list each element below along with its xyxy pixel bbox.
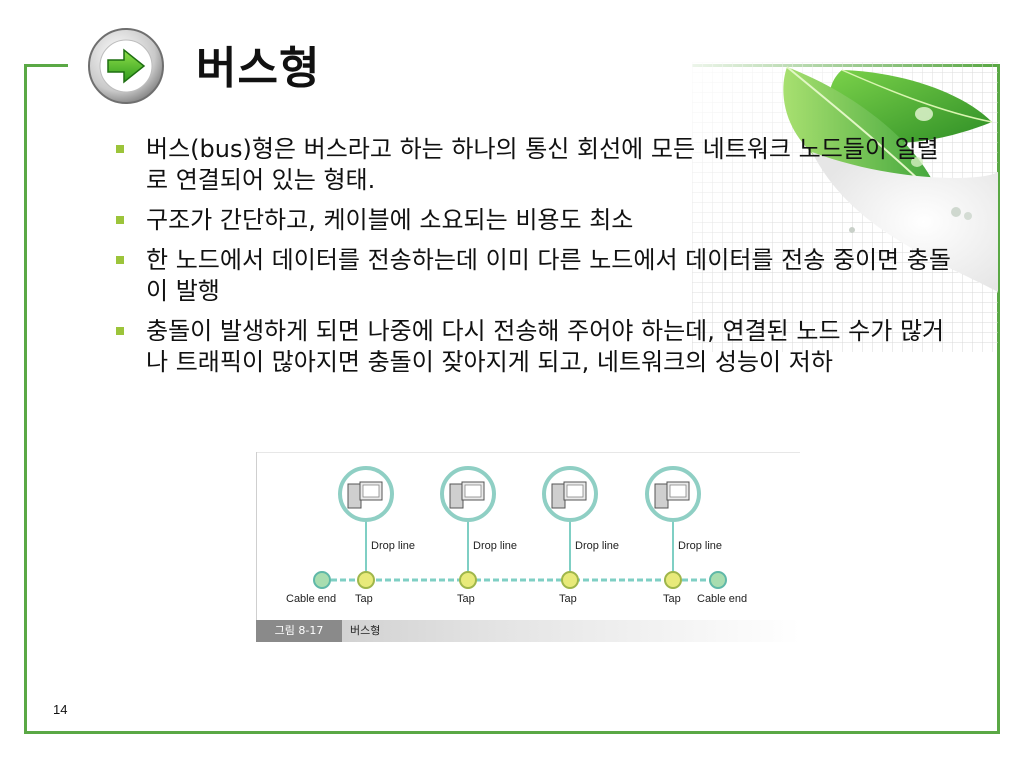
bullet-list: 버스(bus)형은 버스라고 하는 하나의 통신 회선에 모든 네트워크 노드들… xyxy=(116,134,956,387)
cable-end-right-icon xyxy=(709,571,727,589)
drop-line-label: Drop line xyxy=(575,540,620,552)
list-item: 구조가 간단하고, 케이블에 소요되는 비용도 최소 xyxy=(116,205,956,236)
figure-caption: 그림 8-17 버스형 xyxy=(256,620,800,642)
drop-line-label: Drop line xyxy=(473,540,518,552)
bullet-marker xyxy=(116,145,124,153)
cable-end-label: Cable end xyxy=(286,593,337,605)
frame-left xyxy=(24,64,27,734)
bullet-marker xyxy=(116,216,124,224)
cable-end-label: Cable end xyxy=(697,593,748,605)
frame-bottom xyxy=(24,731,1000,734)
bullet-marker xyxy=(116,256,124,264)
figure-caption-text: 버스형 xyxy=(350,624,381,637)
bus-topology-figure: Drop line Drop line Drop line Drop line … xyxy=(256,452,800,648)
leaf-decoration xyxy=(692,62,998,352)
frame-right xyxy=(997,64,1000,734)
tap-label: Tap xyxy=(559,593,577,605)
tap-label: Tap xyxy=(457,593,475,605)
slide-title: 버스형 xyxy=(196,43,321,94)
list-item: 버스(bus)형은 버스라고 하는 하나의 통신 회선에 모든 네트워크 노드들… xyxy=(116,134,956,196)
tap-label: Tap xyxy=(355,593,373,605)
figure-caption-number: 그림 8-17 xyxy=(256,620,342,642)
list-item: 한 노드에서 데이터를 전송하는데 이미 다른 노드에서 데이터를 전송 중이면… xyxy=(116,245,956,307)
drop-line-label: Drop line xyxy=(371,540,416,552)
list-item: 충돌이 발생하게 되면 나중에 다시 전송해 주어야 하는데, 연결된 노드 수… xyxy=(116,316,956,378)
node-group xyxy=(338,466,701,589)
tap-label: Tap xyxy=(663,593,681,605)
bullet-marker xyxy=(116,327,124,335)
cable-end-left-icon xyxy=(313,571,331,589)
frame-top-left xyxy=(24,64,68,67)
page-number: 14 xyxy=(53,702,68,717)
drop-line-label: Drop line xyxy=(678,540,723,552)
arrow-right-icon xyxy=(88,28,164,104)
